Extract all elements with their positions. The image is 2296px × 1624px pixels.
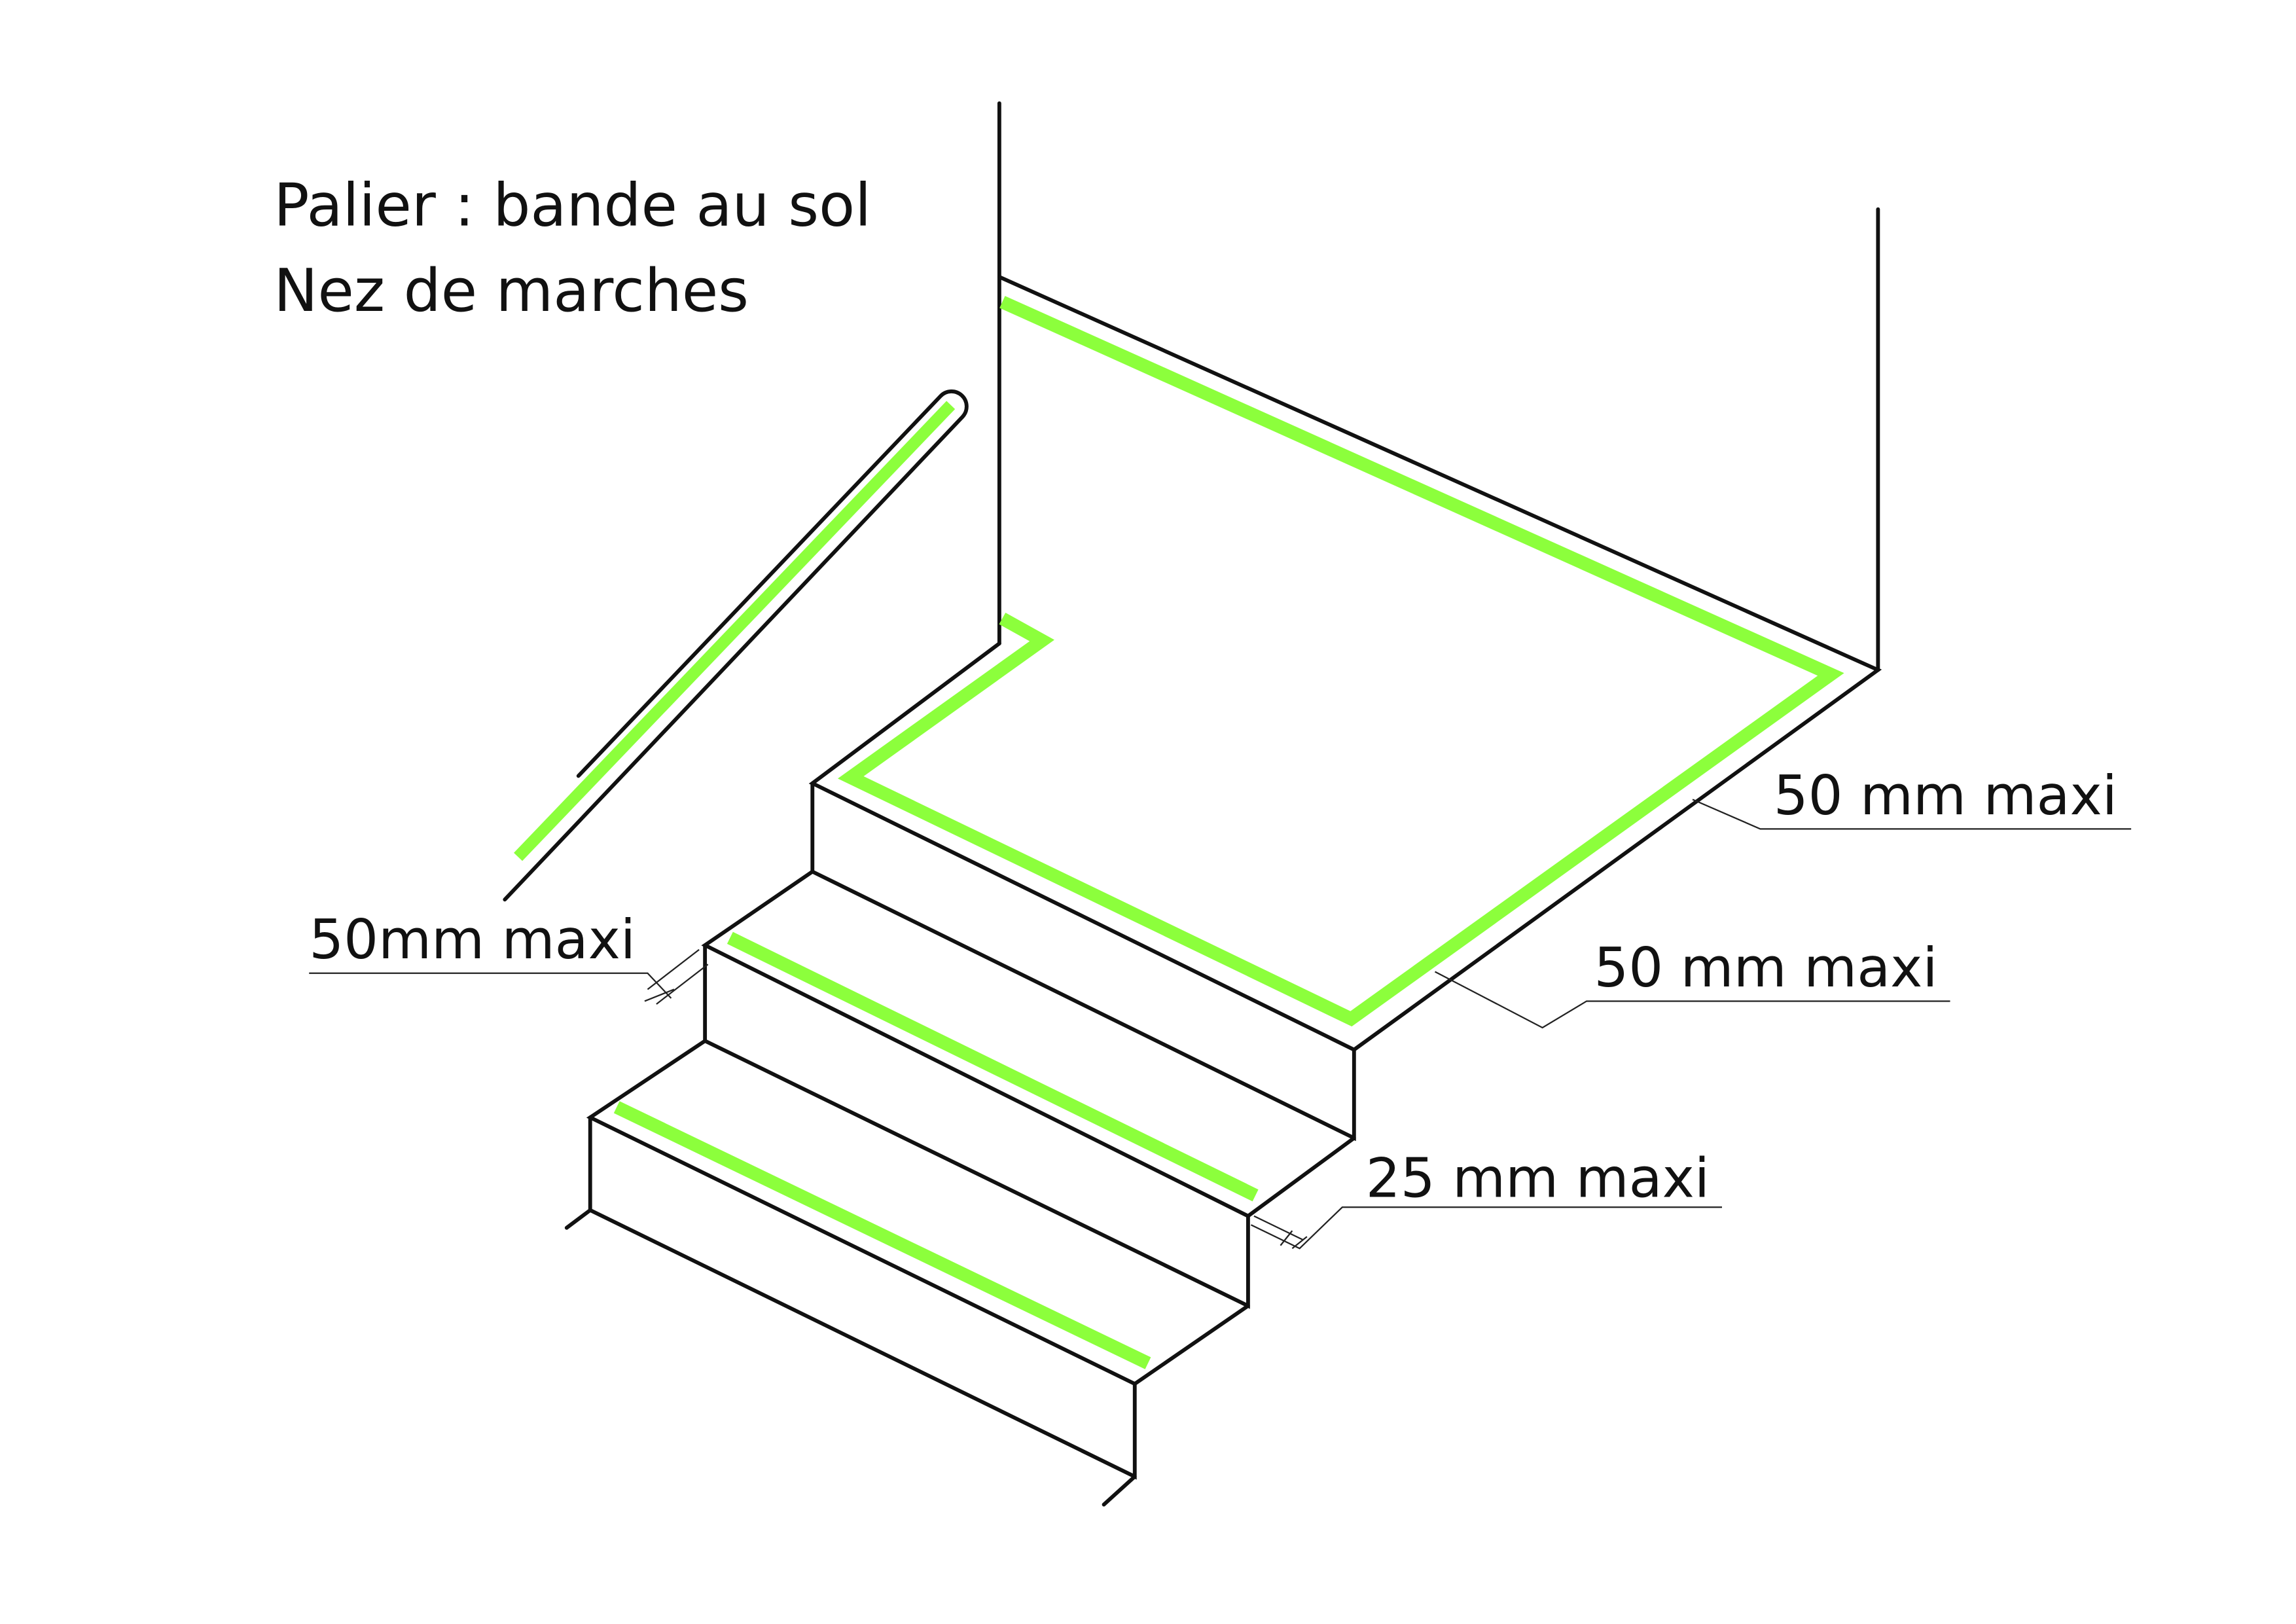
label-landing-band: 50 mm maxi (1594, 936, 1937, 1000)
step-2 (701, 869, 1356, 1309)
title-line-2: Nez de marches (274, 257, 749, 325)
handrail (503, 389, 969, 902)
label-landing-edge: 50 mm maxi (1774, 764, 2117, 827)
step-2-nosing-band (726, 931, 1259, 1202)
label-handrail: 50mm maxi (309, 908, 636, 971)
step-3-nosing-band (613, 1101, 1151, 1369)
dim-step-nosing: 25 mm maxi (1250, 1147, 1722, 1250)
dim-landing-band: 50 mm maxi (1434, 936, 1950, 1029)
step-1 (810, 781, 1356, 1142)
landing-band (837, 296, 1844, 1027)
dim-landing-edge: 50 mm maxi (1692, 764, 2132, 830)
step-3 (564, 1039, 1250, 1507)
dim-handrail: 50mm maxi (309, 908, 709, 1005)
title-line-1: Palier : bande au sol (274, 171, 871, 240)
label-step-nosing: 25 mm maxi (1366, 1147, 1710, 1210)
landing (808, 275, 1882, 1053)
